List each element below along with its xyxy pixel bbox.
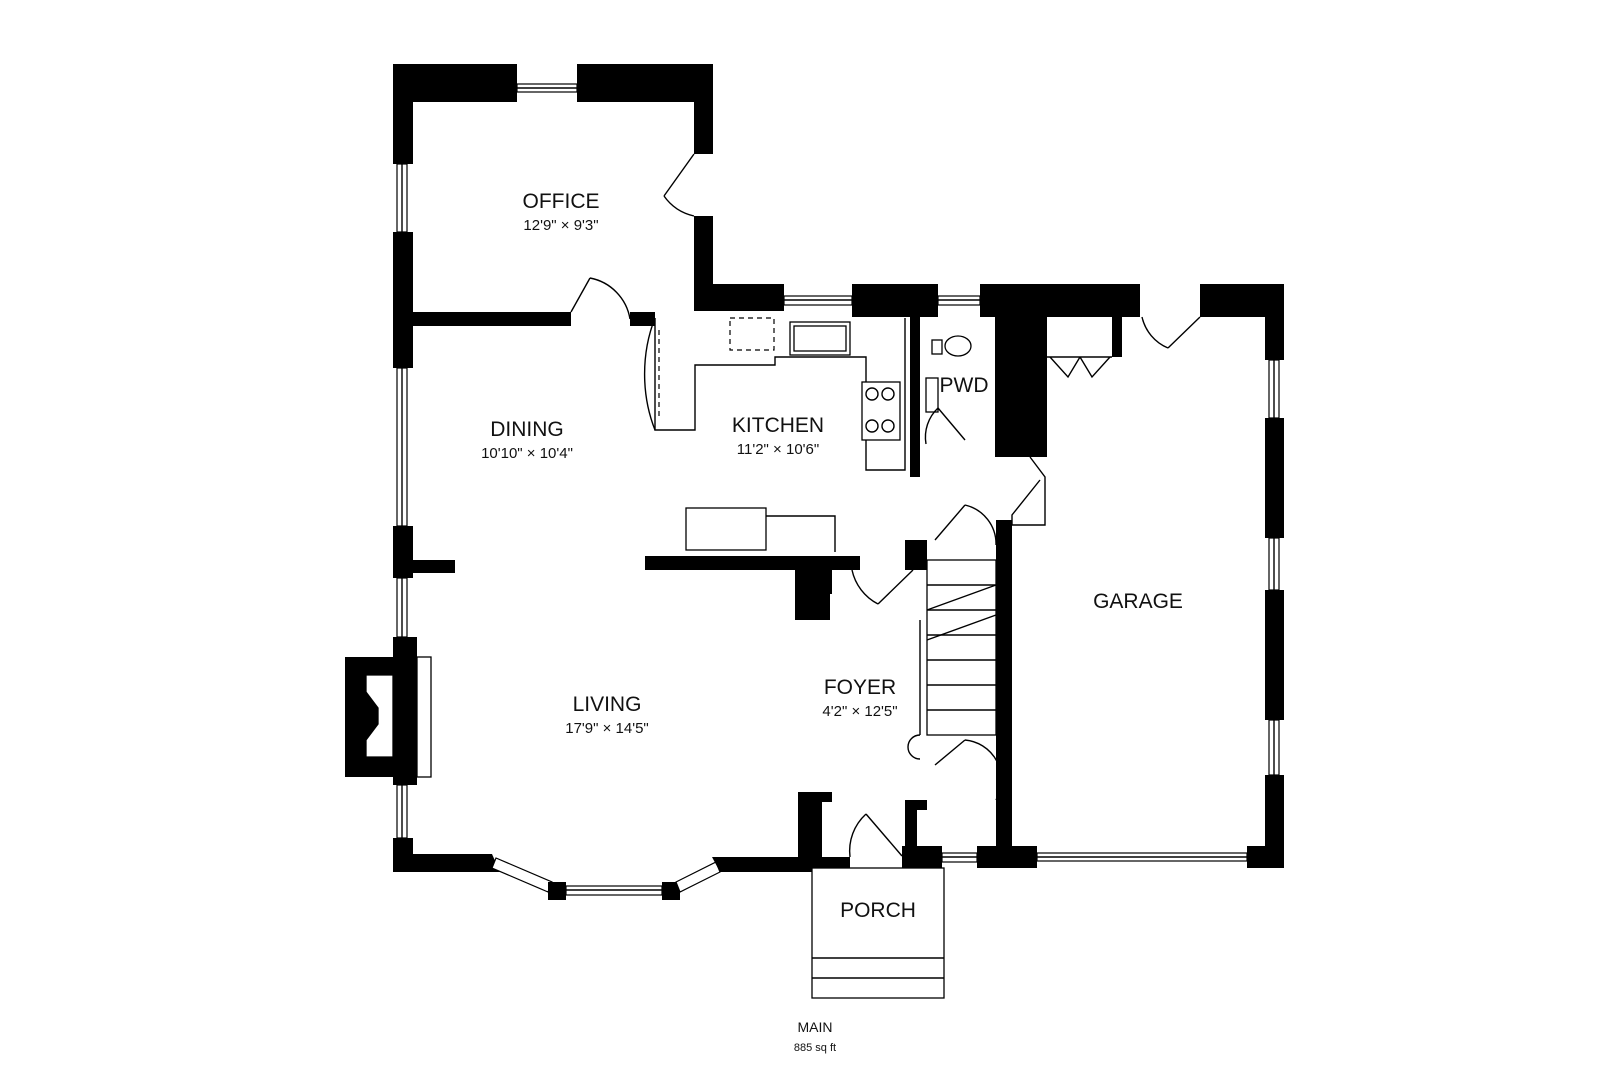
garage-walls — [980, 284, 1284, 868]
office-label: OFFICE — [523, 190, 600, 213]
pwd — [924, 295, 981, 445]
porch-label: PORCH — [840, 899, 916, 922]
living-window-left-top — [396, 577, 408, 638]
kitchen-label-group: KITCHEN 11'2" × 10'6" — [732, 414, 824, 458]
dining-dimensions: 10'10" × 10'4" — [481, 445, 573, 462]
dining-label-group: DINING 10'10" × 10'4" — [481, 418, 573, 462]
porch — [811, 867, 945, 999]
kitchen-walls — [630, 284, 938, 477]
foyer-label: FOYER — [824, 676, 896, 699]
floor-name: MAIN — [798, 1019, 833, 1035]
kitchen-label: KITCHEN — [732, 414, 824, 437]
kitchen-counters — [643, 317, 906, 471]
office-door — [663, 153, 695, 217]
office-label-group: OFFICE 12'9" × 9'3" — [523, 190, 600, 234]
left-wall — [345, 326, 455, 872]
office-walls — [393, 64, 713, 367]
pwd-label: PWD — [940, 374, 989, 397]
office-window-top — [516, 83, 578, 93]
foyer-doors — [934, 504, 1003, 801]
bay-window — [393, 854, 850, 900]
garage-closet — [1047, 356, 1112, 379]
interior-partition — [645, 507, 860, 620]
dining-window-left — [396, 367, 408, 527]
foyer-walls — [902, 520, 1037, 868]
dining-door — [570, 277, 631, 320]
living-front-wall — [798, 792, 832, 857]
garage-label: GARAGE — [1093, 590, 1183, 613]
front-door — [848, 813, 903, 858]
stairs — [907, 559, 997, 760]
garage-side-windows — [1268, 359, 1280, 776]
dining-label: DINING — [490, 418, 564, 441]
garage-entry-door — [1011, 456, 1046, 526]
foyer-living-door — [851, 569, 914, 605]
living-label: LIVING — [573, 693, 642, 716]
floor-area: 885 sq ft — [794, 1042, 836, 1054]
living-dimensions: 17'9" × 14'5" — [565, 720, 649, 737]
foyer-window — [941, 852, 978, 863]
living-label-group: LIVING 17'9" × 14'5" — [565, 693, 649, 737]
office-window-left — [396, 163, 408, 233]
foyer-dimensions: 4'2" × 12'5" — [822, 703, 897, 720]
kitchen-dimensions: 11'2" × 10'6" — [737, 441, 819, 458]
garage-door-opening — [1036, 852, 1248, 862]
garage-side-door — [1141, 316, 1201, 349]
foyer-label-group: FOYER 4'2" × 12'5" — [822, 676, 897, 720]
living-window-left-bottom — [396, 784, 408, 839]
kitchen-window — [783, 295, 853, 306]
office-dimensions: 12'9" × 9'3" — [523, 217, 598, 234]
